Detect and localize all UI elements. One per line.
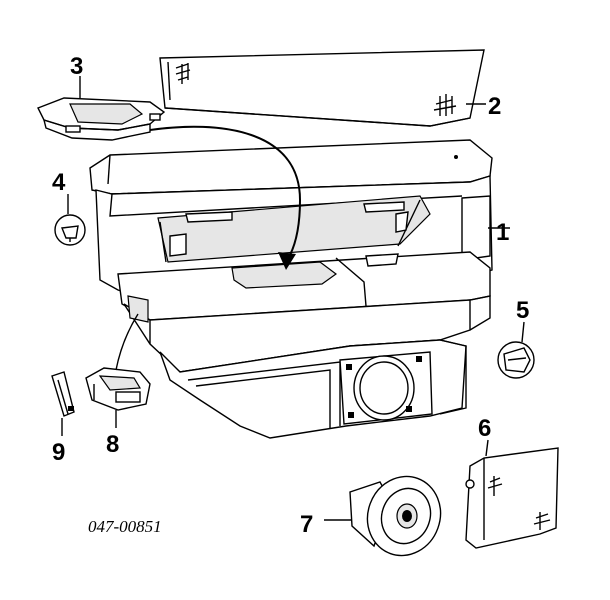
part-8-switch <box>85 367 151 411</box>
install-arrow <box>149 125 302 270</box>
callout-8: 8 <box>106 431 119 458</box>
callout-2: 2 <box>488 93 501 120</box>
part-5-clip <box>497 341 535 379</box>
part-1-door-panel <box>89 139 493 439</box>
callout-1: 1 <box>496 219 509 246</box>
leader-8-to-panel <box>115 313 139 371</box>
part-7-speaker <box>349 475 442 557</box>
callout-5: 5 <box>516 297 529 324</box>
part-4-clip <box>54 214 86 246</box>
part-3-bezel <box>37 97 166 141</box>
callout-6: 6 <box>478 415 491 442</box>
part-9-trim <box>51 371 75 417</box>
leader-5 <box>521 321 525 343</box>
part-number-label: 047-00851 <box>88 517 162 536</box>
part-6-cover <box>465 447 559 549</box>
leader-6 <box>485 439 489 457</box>
callout-9: 9 <box>52 439 65 466</box>
callout-3: 3 <box>70 53 83 80</box>
callout-7: 7 <box>300 511 313 538</box>
part-2-upper-trim <box>159 49 485 127</box>
callout-4: 4 <box>52 169 66 196</box>
